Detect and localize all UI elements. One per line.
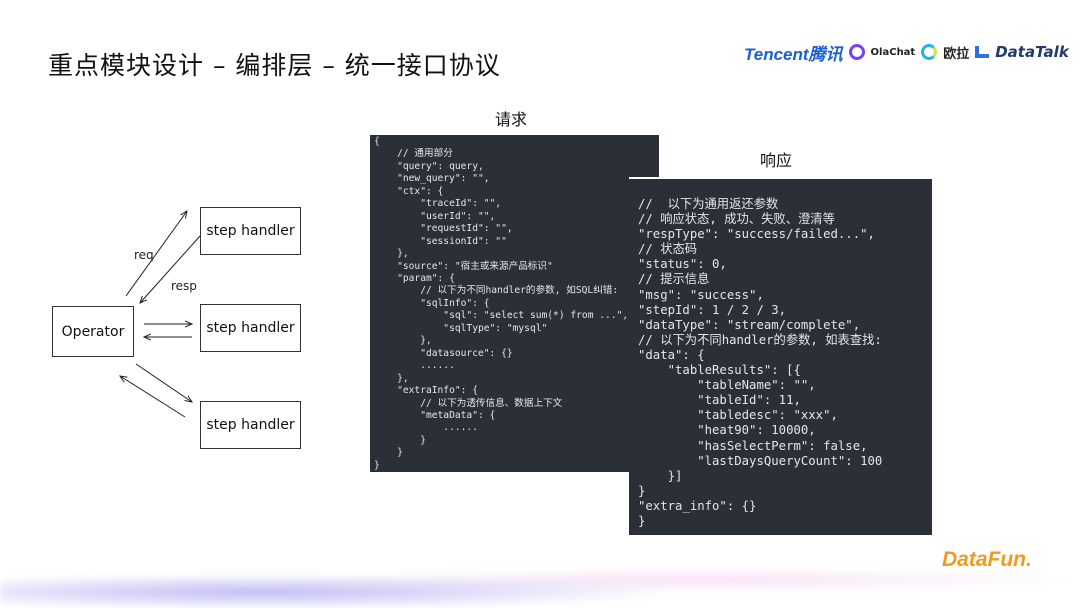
oula-logo: 欧拉 <box>943 46 970 62</box>
datatalk-logo: DataTalk <box>995 43 1069 61</box>
arrow-down <box>135 363 192 402</box>
datafun-logo: DataFun. <box>942 548 1032 571</box>
page-title: 重点模块设计 – 编排层 – 统一接口协议 <box>48 51 501 80</box>
request-label: 请求 <box>495 110 528 129</box>
arrow-up <box>120 376 186 418</box>
olachat-icon <box>848 44 865 60</box>
req-arrow <box>125 211 187 297</box>
step-handler-box: step handler <box>200 304 301 352</box>
partner-logos: Tencent腾讯 OlaChat 欧拉 DataTalk <box>744 40 1069 64</box>
request-code-block: { // 通用部分 "query": query, "new_query": "… <box>370 135 659 472</box>
response-label: 响应 <box>760 151 793 170</box>
operator-box: Operator <box>52 306 134 357</box>
datatalk-icon <box>975 46 990 58</box>
tencent-logo: Tencent腾讯 <box>744 44 843 64</box>
response-code-block: // 以下为通用返还参数 // 响应状态, 成功、失败、澄清等 "respTyp… <box>629 177 932 535</box>
step-handler-box: step handler <box>200 207 301 255</box>
resp-label: resp <box>171 279 197 293</box>
step-handler-box: step handler <box>200 401 301 449</box>
resp-arrow <box>140 235 201 303</box>
olachat-logo: OlaChat <box>870 46 916 58</box>
req-label: req <box>134 248 154 262</box>
decorative-streak <box>0 540 1080 608</box>
oula-icon <box>921 44 938 60</box>
